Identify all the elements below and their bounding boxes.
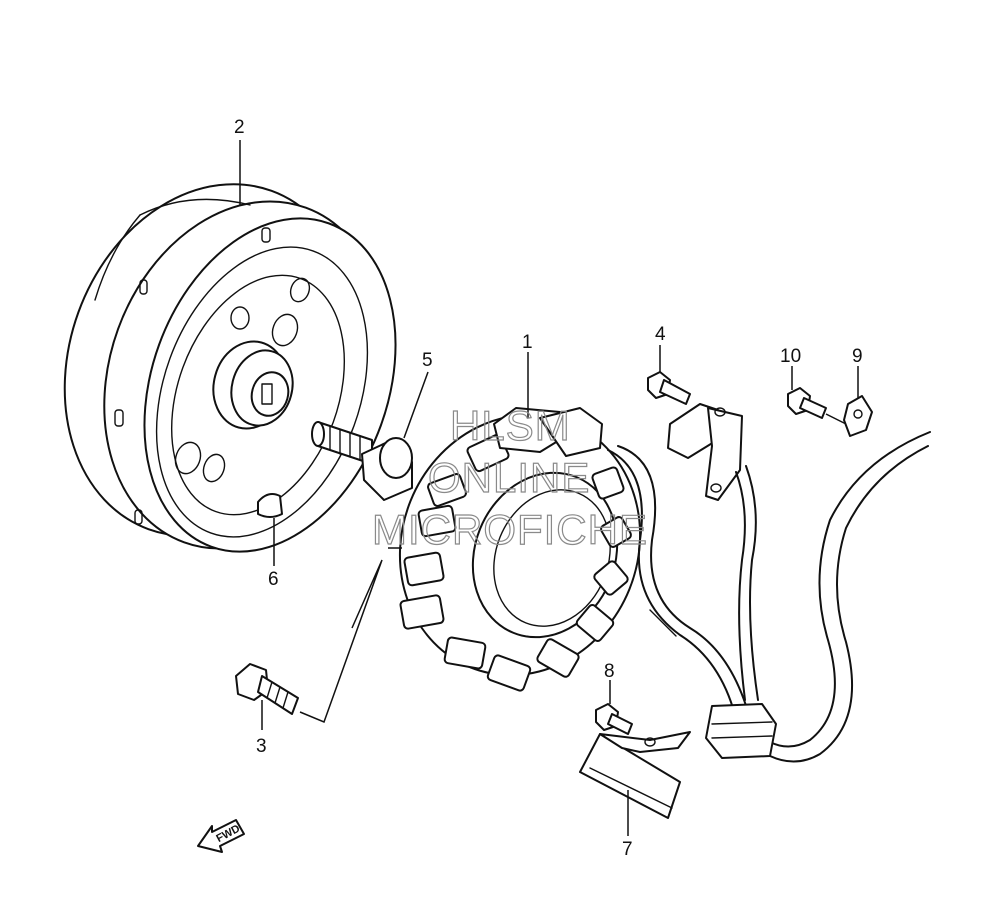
pickup-bolt bbox=[647, 371, 691, 405]
fwd-arrow-icon: FWD bbox=[197, 819, 245, 853]
guide-bolt bbox=[595, 703, 633, 735]
leader-3-chain bbox=[299, 547, 402, 723]
callout-4: 4 bbox=[655, 324, 666, 345]
watermark-line-3: MICROFICHE bbox=[372, 506, 648, 553]
wire-clamp bbox=[843, 395, 873, 437]
stator-bolt bbox=[235, 663, 299, 715]
callout-2: 2 bbox=[234, 117, 245, 138]
pickup-coil bbox=[667, 403, 759, 701]
leader-10b bbox=[825, 413, 847, 425]
callout-8: 8 bbox=[604, 661, 615, 682]
stator-assembly bbox=[398, 407, 749, 716]
wire-harness bbox=[705, 431, 931, 763]
callout-3: 3 bbox=[256, 736, 267, 757]
leader-5 bbox=[403, 371, 429, 439]
woodruff-key bbox=[257, 493, 283, 518]
callout-1: 1 bbox=[522, 332, 533, 353]
callout-5: 5 bbox=[422, 350, 433, 371]
callout-9: 9 bbox=[852, 346, 863, 367]
callout-10: 10 bbox=[780, 346, 801, 367]
clamp-bolt bbox=[787, 387, 827, 419]
watermark: HLSM ONLINE MICROFICHE bbox=[371, 401, 648, 553]
watermark-line-1: HLSM bbox=[450, 402, 571, 449]
callout-6: 6 bbox=[268, 569, 279, 590]
rotor-flywheel bbox=[63, 183, 397, 553]
watermark-line-2: ONLINE bbox=[428, 454, 590, 501]
rotor-bolt bbox=[311, 421, 413, 501]
wire-guide-plate bbox=[579, 731, 691, 819]
callout-7: 7 bbox=[622, 839, 633, 860]
